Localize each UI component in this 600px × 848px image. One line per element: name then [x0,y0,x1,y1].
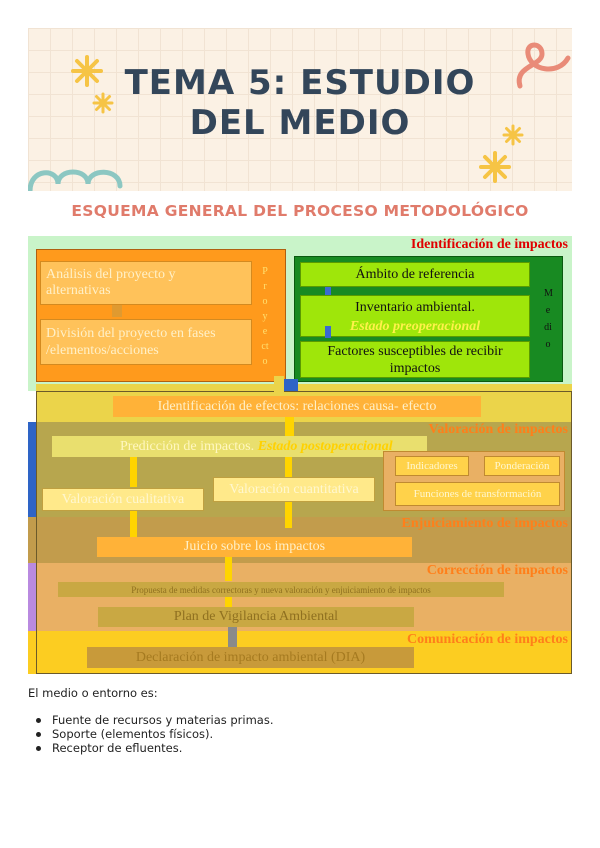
box-ponderacion: Ponderación [484,456,560,476]
wave-icon [28,169,123,191]
box-identificacion-efectos: Identificación de efectos: relaciones ca… [113,396,481,417]
list-item: Soporte (elementos físicos). [36,727,274,741]
box-propuesta: Propuesta de medidas correctoras y nueva… [58,582,504,597]
box-valoracion-cuantitativa: Valoración cuantitativa [213,477,375,502]
proyecto-box-analisis: Análisis del proyecto y alternativas [40,261,252,305]
diagram-frame [36,391,572,674]
proyecto-box-division: División del proyecto en fases /elemento… [40,319,252,365]
arrow-down-icon [285,457,292,477]
box-juicio: Juicio sobre los impactos [97,537,412,557]
body-intro: El medio o entorno es: [28,686,158,700]
arrow-down-icon [285,502,292,528]
arrow-down-icon [112,305,122,317]
star-icon [92,92,114,114]
box-prediccion: Predicción de impactos. Estado postopera… [52,436,427,457]
label-correccion: Corrección de impactos [426,563,568,578]
medio-box-inventario: Inventario ambiental. Estado preoperacio… [300,295,530,337]
edge-strip-purple [28,563,36,631]
box-indicadores: Indicadores [395,456,469,476]
star-icon [71,55,103,87]
box-valoracion-cualitativa: Valoración cualitativa [42,488,204,511]
star-icon [502,124,524,146]
arrow-down-icon [130,511,137,538]
arrow-down-icon [325,326,331,338]
squiggle-icon [516,42,571,89]
medio-box-factores: Factores susceptibles de recibir impacto… [300,341,530,378]
list-item: Fuente de recursos y materias primas. [36,713,274,727]
box-declaracion: Declaración de impacto ambiental (DIA) [87,647,414,668]
connector-blue [284,379,298,391]
arrow-down-icon [228,627,237,647]
box-funciones: Funciones de transformación [395,482,560,506]
label-comunicacion: Comunicación de impactos [407,632,568,647]
list-item: Receptor de efluentes. [36,741,274,755]
edge-strip-blue [28,422,36,517]
connector-yellow [274,376,284,394]
label-valoracion: Valoración de impactos [428,422,568,437]
methodology-diagram: Análisis del proyecto y alternativas Div… [28,236,572,674]
arrow-down-icon [325,287,331,299]
medio-box-ambito: Ámbito de referencia [300,262,530,287]
page-title: TEMA 5: ESTUDIO DEL MEDIO [28,63,572,143]
title-line-2: DEL MEDIO [189,103,411,143]
medio-vertical-label: Medio [544,288,553,350]
arrow-down-icon [225,597,232,609]
box-plan-vigilancia: Plan de Vigilancia Ambiental [98,607,414,627]
arrow-down-icon [225,557,232,581]
star-icon [479,151,511,183]
arrow-down-icon [130,457,137,487]
label-identificacion: Identificación de impactos [410,237,568,252]
bullet-list: Fuente de recursos y materias primas. So… [36,713,274,755]
section-subtitle: ESQUEMA GENERAL DEL PROCESO METODOLÓGICO [71,202,529,220]
arrow-down-icon [285,417,294,437]
label-enjuiciamiento: Enjuiciamiento de impactos [401,516,568,531]
proyecto-vertical-label: Proyecto [261,265,269,367]
header-banner: TEMA 5: ESTUDIO DEL MEDIO [28,28,572,191]
title-line-1: TEMA 5: ESTUDIO [124,63,476,103]
